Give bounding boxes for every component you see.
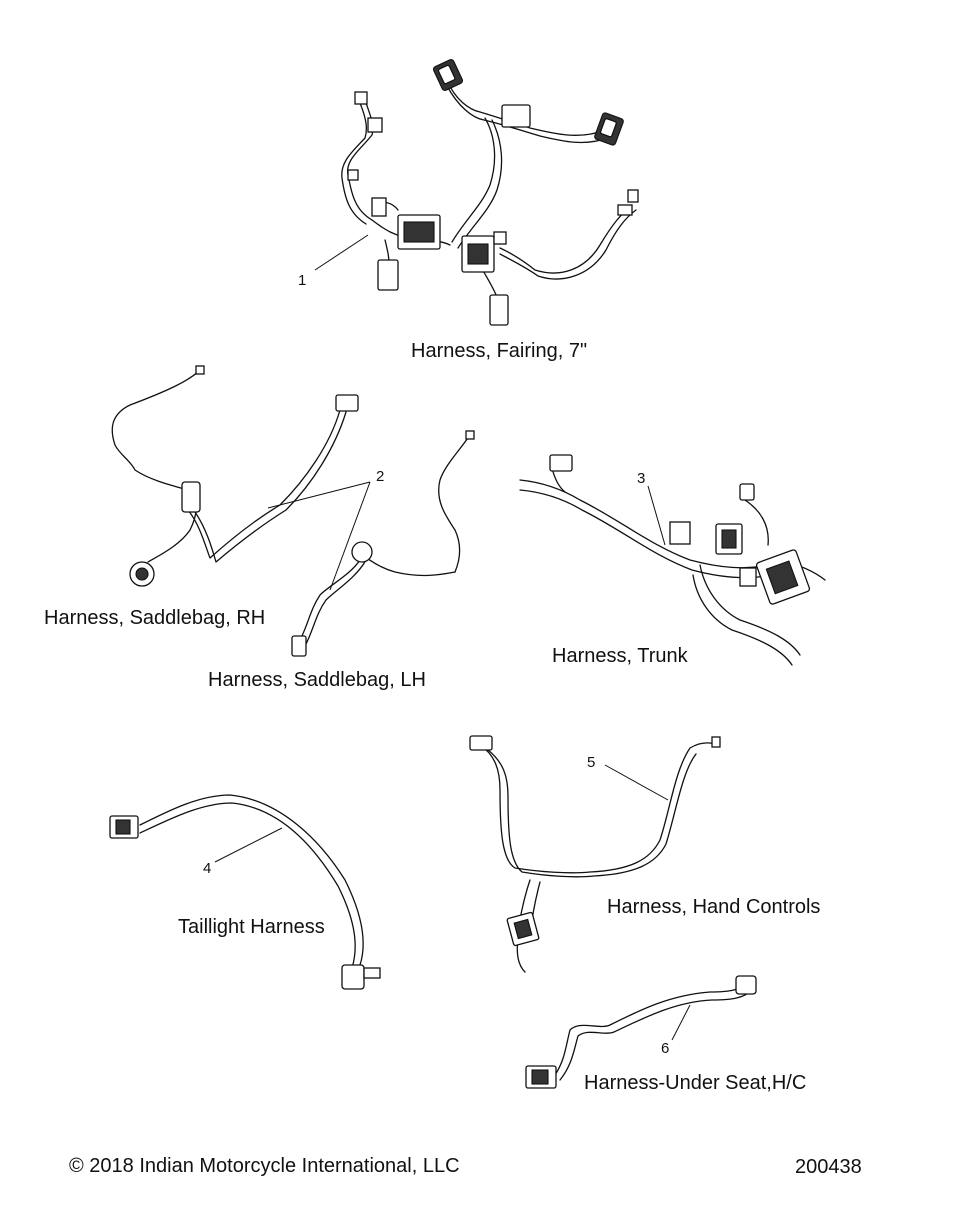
callout-number-1: 1	[298, 272, 307, 289]
under-seat-harness-drawing	[525, 975, 757, 1089]
hand-controls-harness-drawing	[469, 735, 721, 973]
taillight-harness-drawing	[109, 794, 381, 990]
callout-number-6: 6	[661, 1040, 670, 1057]
fairing-harness-drawing	[341, 59, 639, 326]
label-taillight-harness: Taillight Harness	[178, 916, 325, 938]
copyright-text: © 2018 Indian Motorcycle International, …	[69, 1155, 460, 1177]
label-hand-controls-harness: Harness, Hand Controls	[607, 896, 821, 918]
label-under-seat-harness: Harness-Under Seat,H/C	[584, 1072, 807, 1094]
leader-lines	[214, 234, 691, 1041]
label-fairing-harness: Harness, Fairing, 7"	[411, 340, 588, 362]
callout-number-3: 3	[637, 470, 646, 487]
saddlebag-rh-harness-drawing	[111, 365, 359, 587]
label-saddlebag-rh: Harness, Saddlebag, RH	[44, 607, 266, 629]
trunk-harness-drawing	[519, 454, 826, 666]
saddlebag-lh-harness-drawing	[291, 430, 475, 657]
label-trunk-harness: Harness, Trunk	[552, 645, 688, 667]
callout-number-4: 4	[203, 860, 212, 877]
label-saddlebag-lh: Harness, Saddlebag, LH	[208, 669, 426, 691]
callout-number-5: 5	[587, 754, 596, 771]
callout-number-2: 2	[376, 468, 385, 485]
drawing-number: 200438	[795, 1156, 862, 1178]
